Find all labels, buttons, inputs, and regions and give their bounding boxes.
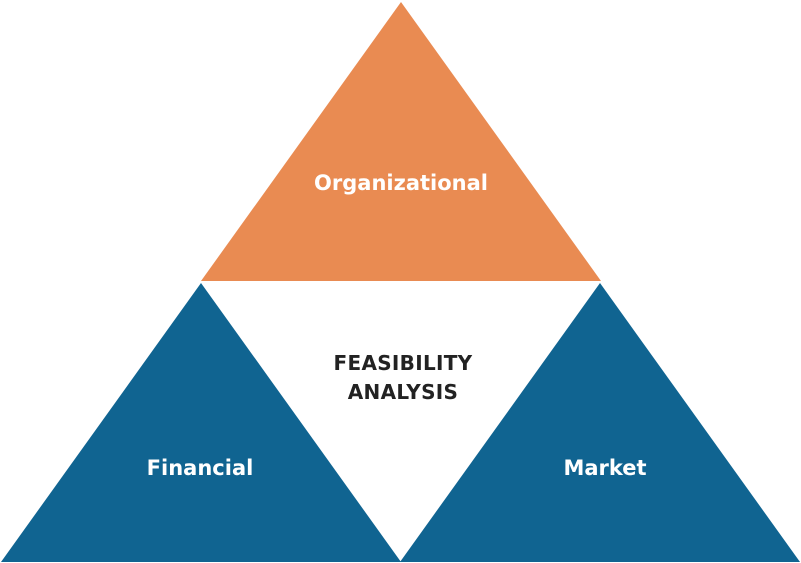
market-triangle — [400, 283, 800, 562]
center-title-line1: FEASIBILITY — [333, 351, 473, 375]
financial-label: Financial — [146, 456, 254, 480]
organizational-triangle — [201, 2, 601, 281]
organizational-label: Organizational — [314, 171, 488, 195]
financial-triangle — [1, 283, 401, 562]
center-title: FEASIBILITY ANALYSIS — [334, 349, 473, 407]
center-title-line2: ANALYSIS — [347, 380, 459, 404]
market-label: Market — [563, 456, 647, 480]
